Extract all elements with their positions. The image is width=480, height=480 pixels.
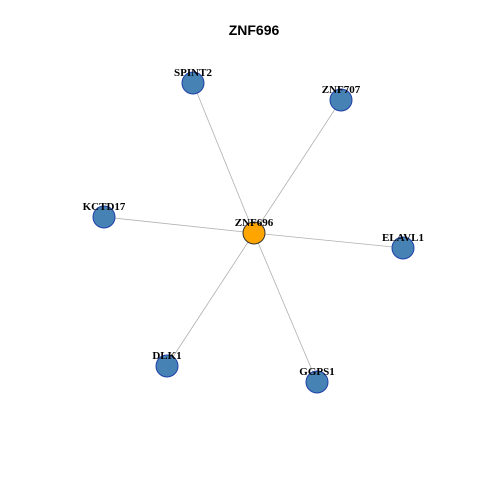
node-kctd17: KCTD17 — [83, 201, 126, 229]
edge-znf696-znf707 — [253, 99, 342, 234]
node-circle-kctd17 — [92, 205, 116, 229]
node-circle-spint2 — [181, 71, 205, 95]
node-label-znf696: ZNF696 — [235, 217, 274, 229]
node-label-ggps1: GGPS1 — [299, 366, 334, 378]
node-znf696: ZNF696 — [235, 217, 274, 245]
node-circle-elavl1 — [391, 236, 415, 260]
edge-znf696-elavl1 — [253, 232, 404, 249]
node-label-znf707: ZNF707 — [322, 84, 361, 96]
node-label-dlk1: DLK1 — [152, 350, 181, 362]
node-circle-ggps1 — [305, 370, 329, 394]
node-label-kctd17: KCTD17 — [83, 201, 126, 213]
node-elavl1: ELAVL1 — [382, 232, 424, 260]
edge-layer — [103, 82, 404, 383]
node-circle-znf707 — [329, 88, 353, 112]
node-spint2: SPINT2 — [174, 67, 212, 95]
edge-znf696-spint2 — [192, 82, 255, 234]
node-label-elavl1: ELAVL1 — [382, 232, 424, 244]
edge-znf696-kctd17 — [103, 216, 255, 234]
node-znf707: ZNF707 — [322, 84, 361, 112]
node-ggps1: GGPS1 — [299, 366, 335, 394]
node-circle-znf696 — [242, 221, 266, 245]
graph-title: ZNF696 — [229, 22, 280, 38]
edge-znf696-ggps1 — [253, 232, 318, 383]
node-dlk1: DLK1 — [152, 350, 182, 378]
node-label-spint2: SPINT2 — [174, 67, 212, 79]
node-circle-dlk1 — [155, 354, 179, 378]
edge-znf696-dlk1 — [166, 232, 255, 367]
